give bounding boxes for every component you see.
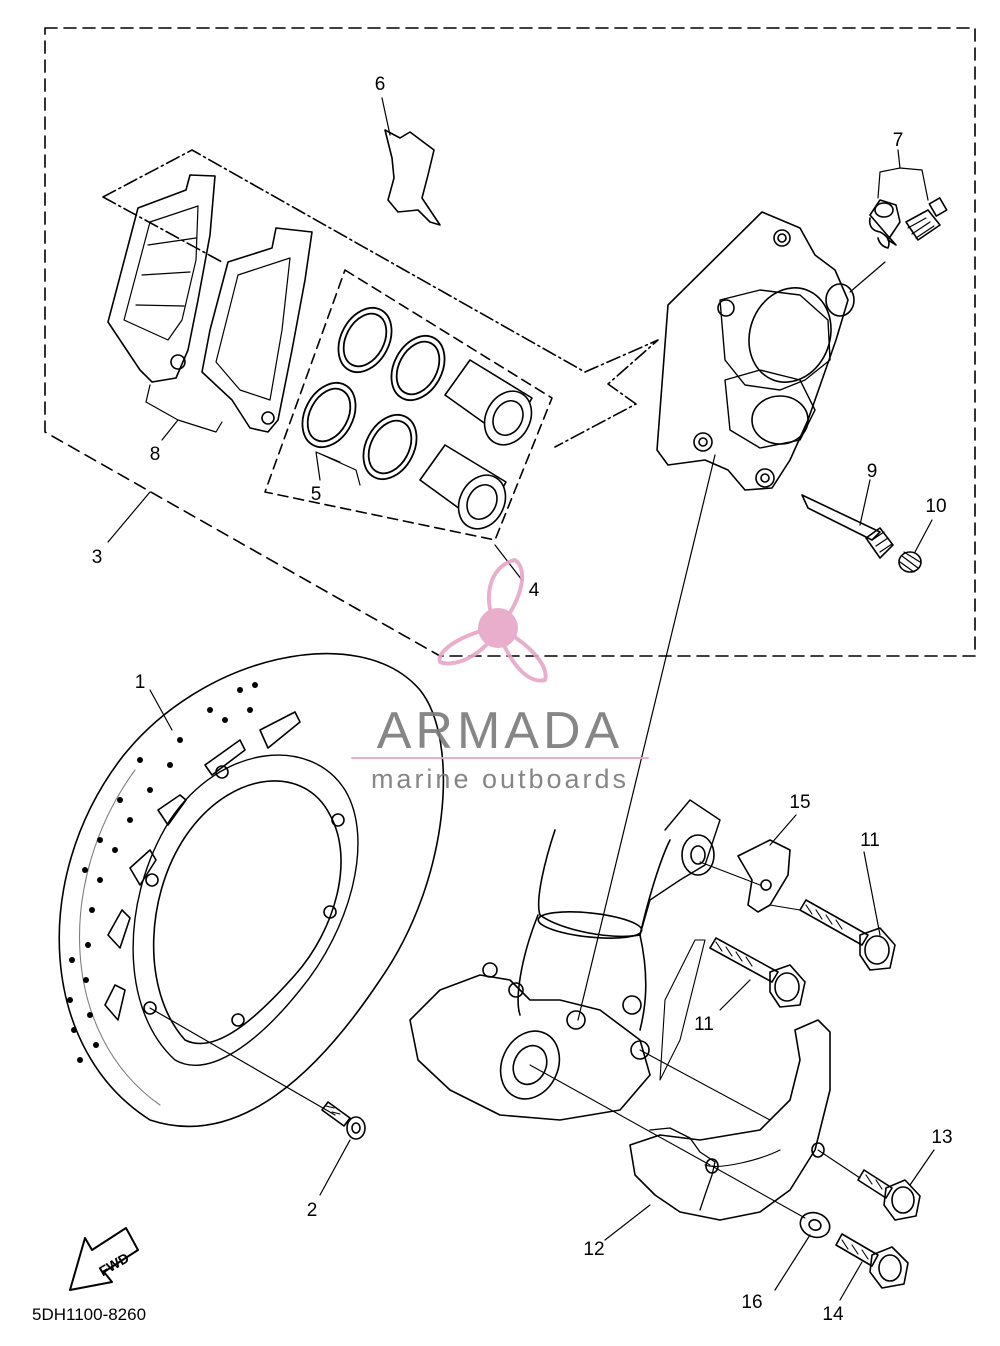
piston-seals [301, 307, 446, 480]
caliper-body [656, 211, 886, 491]
brake-disc [58, 652, 445, 1128]
callout-3: 3 [92, 547, 103, 568]
pad-pin [801, 494, 894, 559]
callout-6: 6 [375, 74, 386, 95]
bolt-11-upper [769, 899, 896, 971]
washer [711, 1165, 831, 1239]
caliper-assembly-boundary [44, 27, 976, 657]
brake-pad-outer [107, 174, 216, 383]
callout-16: 16 [741, 1292, 762, 1313]
armada-logo: ARMADA marine outboards [351, 558, 649, 794]
bleed-screw [868, 197, 948, 249]
callout-12: 12 [583, 1239, 604, 1260]
propeller-icon [437, 558, 548, 683]
piston-kit-boundary [264, 269, 553, 541]
disc-bolt [321, 1101, 366, 1140]
guard-mount-leaders [639, 939, 771, 1121]
callout-2: 2 [307, 1200, 318, 1221]
hub-leader [529, 1064, 711, 1166]
disc-guard [629, 1019, 831, 1221]
callout-4: 4 [529, 580, 540, 601]
brand-name: ARMADA [377, 702, 623, 760]
callout-9: 9 [867, 461, 878, 482]
callout-5: 5 [311, 484, 322, 505]
bolt-13 [857, 1169, 921, 1221]
pad-spring [384, 129, 441, 226]
callout-8: 8 [150, 444, 161, 465]
bolt-13-leader [817, 1149, 861, 1179]
callout-11-lower: 11 [694, 1014, 714, 1035]
diagram-code: 5DH1100-8260 [32, 1305, 146, 1324]
brand-tagline: marine outboards [371, 764, 629, 794]
callout-1: 1 [135, 672, 146, 693]
callout-leaders [107, 97, 935, 1301]
pin-plug [898, 551, 922, 573]
front-fork [409, 799, 721, 1121]
pistons [419, 359, 533, 530]
callout-11-upper: 11 [860, 830, 880, 851]
bolt-11-lower [709, 937, 806, 1008]
fwd-arrow-icon: FWD [69, 1227, 139, 1291]
caliper-mount-leader [577, 454, 716, 1021]
disc-bolt-leader [149, 1007, 336, 1116]
bolt-14 [835, 1233, 909, 1289]
callout-13: 13 [931, 1127, 952, 1148]
pad-kit-plane [102, 149, 659, 448]
callout-10: 10 [925, 496, 946, 517]
callout-15: 15 [789, 792, 810, 813]
brake-pad-inner [201, 227, 313, 433]
callout-7: 7 [893, 130, 904, 151]
callout-14: 14 [822, 1304, 844, 1325]
